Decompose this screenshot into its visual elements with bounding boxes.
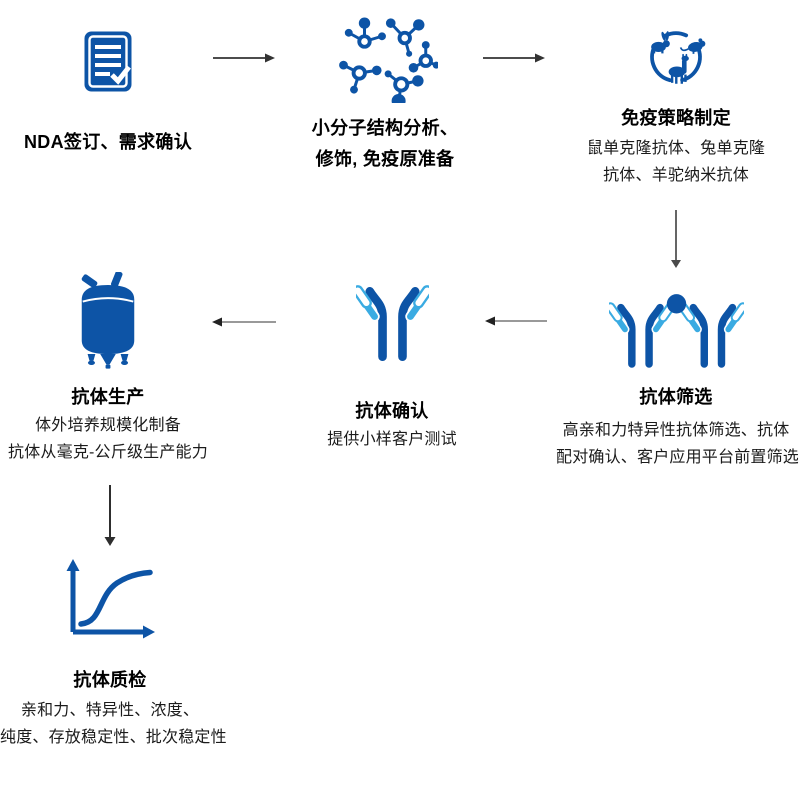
molecules-icon (338, 17, 438, 103)
flow-step-qc: 抗体质检 亲和力、特异性、浓度、 纯度、存放稳定性、批次稳定性 (0, 556, 227, 751)
step-detail: 体外培养规模化制备 (35, 417, 181, 434)
flow-arrow-down-2 (104, 485, 116, 546)
flow-step-screening: 抗体筛选 高亲和力特异性抗体筛选、抗体 配对确认、客户应用平台前置筛选 (556, 292, 800, 471)
step-detail: 鼠单克隆抗体、兔单克隆 (586, 140, 766, 157)
document-check-icon (84, 31, 132, 92)
step-title: NDA签订、需求确认 (24, 132, 192, 152)
step-title: 抗体生产 (71, 387, 145, 407)
sigmoid-curve-chart-icon (66, 559, 155, 639)
step-detail: 亲和力、特异性、浓度、 (20, 702, 200, 719)
step-detail: 纯度、存放稳定性、批次稳定性 (0, 729, 227, 746)
step-title: 抗体确认 (355, 401, 429, 421)
flow-step-nda: NDA签订、需求确认 (8, 30, 208, 157)
animals-cycle-icon (650, 31, 706, 84)
bioreactor-icon (80, 272, 135, 369)
flow-step-production: 抗体生产 体外培养规模化制备 抗体从毫克-公斤级生产能力 (0, 272, 216, 466)
mouse-silhouette (679, 38, 706, 54)
step-detail: 提供小样客户测试 (327, 431, 457, 448)
antibody-icon (356, 285, 429, 363)
rabbit-silhouette (651, 31, 670, 54)
flow-step-immunization: 免疫策略制定 鼠单克隆抗体、兔单克隆 抗体、羊驼纳米抗体 (576, 22, 776, 189)
flow-step-antigen-prep: 小分子结构分析、 修饰, 免疫原准备 (285, 15, 485, 175)
flow-arrow-right-1 (213, 53, 275, 63)
step-detail: 抗体、羊驼纳米抗体 (603, 167, 749, 184)
flow-arrow-right-2 (483, 53, 545, 63)
step-detail: 高亲和力特异性抗体筛选、抗体 (562, 422, 790, 439)
step-title: 免疫策略制定 (621, 108, 731, 128)
flow-arrow-left-1 (485, 316, 547, 326)
step-title: 修饰, 免疫原准备 (315, 149, 455, 169)
flow-arrow-down-1 (671, 210, 681, 268)
alpaca-silhouette (668, 53, 689, 84)
step-title: 小分子结构分析、 (311, 118, 459, 138)
antibody-antigen-binding-icon (609, 294, 744, 372)
flow-step-confirmation: 抗体确认 提供小样客户测试 (292, 285, 492, 453)
step-detail: 抗体从毫克-公斤级生产能力 (8, 444, 208, 461)
flow-arrow-left-2 (212, 317, 276, 327)
step-title: 抗体质检 (73, 670, 147, 690)
step-detail: 配对确认、客户应用平台前置筛选 (556, 449, 800, 466)
antigen-dot (666, 294, 686, 314)
step-title: 抗体筛选 (639, 387, 713, 407)
